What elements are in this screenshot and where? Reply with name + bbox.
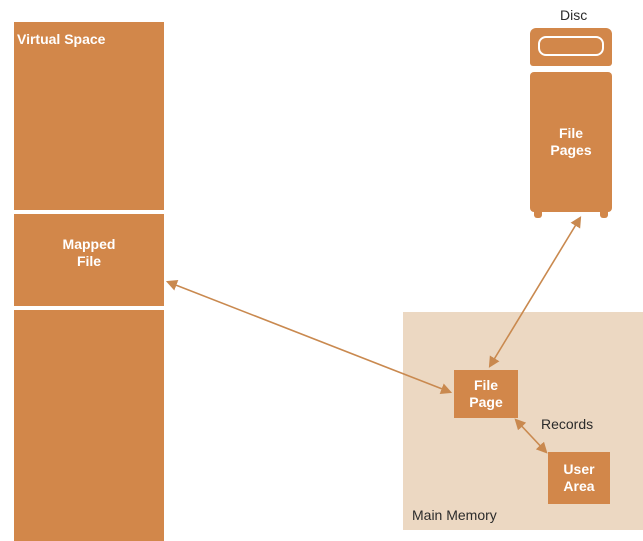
disc-drive-cap-icon	[530, 28, 612, 66]
arrow-file-page-to-disc	[488, 216, 582, 368]
file-page-label-line1: File	[473, 377, 499, 393]
virtual-space-top-block	[14, 22, 164, 210]
virtual-space-bottom-block	[14, 310, 164, 541]
file-pages-label-line2: Pages	[550, 142, 592, 158]
disc-foot-left	[534, 210, 542, 218]
disc-label: Disc	[560, 7, 588, 23]
mapped-file-block	[14, 214, 164, 306]
virtual-space-title: Virtual Space	[17, 31, 106, 47]
user-area-label-line2: Area	[563, 478, 595, 494]
file-page-label: File Page	[469, 377, 502, 411]
file-pages-label-line1: File	[558, 125, 584, 141]
arrow-file-page-to-user-area	[514, 418, 548, 454]
file-pages-label: File Pages	[550, 125, 591, 159]
mapped-file-label: Mapped File	[14, 236, 164, 270]
mapped-file-label-line2: File	[76, 253, 102, 269]
disc-drive-body: File Pages	[530, 72, 612, 212]
file-page-label-line2: Page	[469, 394, 503, 410]
mapped-file-label-line1: Mapped	[62, 236, 116, 252]
user-area-label: User Area	[563, 461, 594, 495]
disc-slot-icon	[538, 36, 604, 56]
disc-foot-right	[600, 210, 608, 218]
records-label: Records	[541, 416, 594, 432]
arrow-mapped-file-to-file-page	[165, 280, 453, 394]
user-area-box: User Area	[548, 452, 610, 504]
file-page-box: File Page	[454, 370, 518, 418]
user-area-label-line1: User	[563, 461, 595, 477]
main-memory-label: Main Memory	[412, 507, 497, 523]
